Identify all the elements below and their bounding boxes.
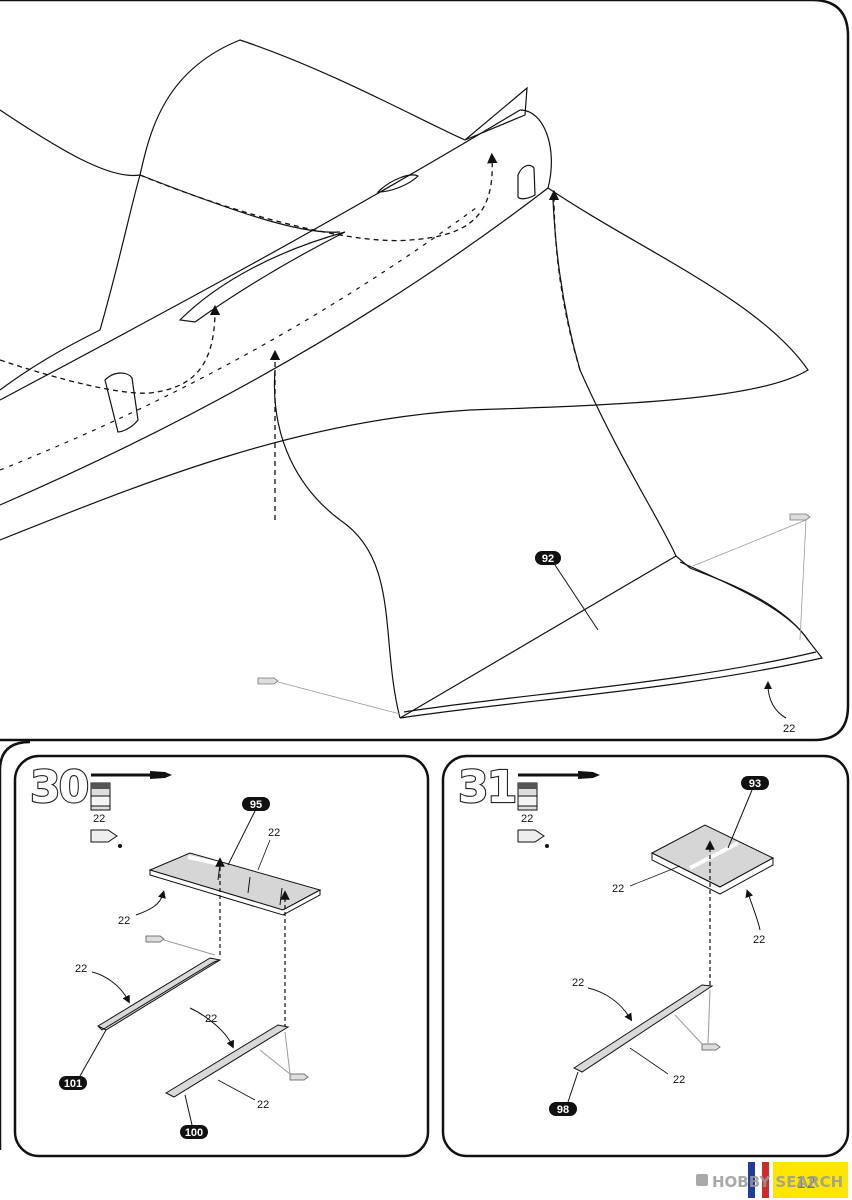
svg-text:22: 22 xyxy=(572,977,584,989)
svg-text:92: 92 xyxy=(542,553,554,565)
glue-tube-icon xyxy=(259,1031,309,1081)
svg-text:HOBBY SEARCH: HOBBY SEARCH xyxy=(712,1173,843,1191)
svg-text:101: 101 xyxy=(64,1078,82,1090)
top-panel xyxy=(0,0,850,742)
paint-jar-icon xyxy=(517,782,538,811)
part-badge-100: 100 xyxy=(180,1094,208,1139)
part-badge-93: 93 xyxy=(727,776,769,849)
svg-text:22: 22 xyxy=(118,915,130,927)
step-30-panel: 30 22 95 xyxy=(0,740,430,1158)
part-badge-101: 101 xyxy=(59,1029,107,1090)
flag-stripe-blue xyxy=(748,1162,755,1198)
hinge-part-98 xyxy=(572,984,714,1073)
svg-text:95: 95 xyxy=(250,799,262,811)
svg-text:22: 22 xyxy=(783,723,795,735)
svg-text:93: 93 xyxy=(749,778,761,790)
glue-tube-icon xyxy=(257,513,811,715)
svg-text:22: 22 xyxy=(673,1074,685,1086)
fuselage-windows xyxy=(0,204,481,471)
glue-tube-icon xyxy=(90,829,122,848)
paint-jar-icon xyxy=(90,782,111,811)
footer: 12 HOBBY SEARCH xyxy=(696,1162,848,1198)
glue-tube-icon xyxy=(145,935,216,956)
svg-text:22: 22 xyxy=(257,1099,269,1111)
fuselage-drawing xyxy=(0,39,824,719)
svg-text:22: 22 xyxy=(75,963,87,975)
flag-stripe-white xyxy=(755,1162,762,1198)
flag-stripe-red xyxy=(762,1162,769,1198)
step-31-panel: 31 22 93 22 22 xyxy=(441,754,850,1158)
page-number: 12 xyxy=(796,1173,816,1192)
svg-text:22: 22 xyxy=(268,827,280,839)
paint-code: 22 xyxy=(93,813,105,825)
flap-part-95 xyxy=(148,852,322,916)
svg-text:100: 100 xyxy=(185,1127,203,1139)
glue-tube-icon xyxy=(674,989,721,1051)
assembly-arrows xyxy=(0,152,581,520)
paint-code: 22 xyxy=(521,813,533,825)
hinge-part-100 xyxy=(164,1024,290,1098)
part-badge-98: 98 xyxy=(549,1071,579,1116)
camera-icon xyxy=(696,1174,708,1186)
watermark: HOBBY SEARCH xyxy=(696,1173,843,1191)
hinge-part-101 xyxy=(96,957,222,1031)
panel-part-93 xyxy=(650,824,775,895)
glue-tube-icon xyxy=(517,829,549,848)
paint-callout-22-top: 22 xyxy=(764,681,795,735)
part-badge-95: 95 xyxy=(227,797,270,866)
page-number-box xyxy=(773,1162,848,1198)
step-number: 30 xyxy=(30,762,88,813)
svg-text:22: 22 xyxy=(753,934,765,946)
svg-text:22: 22 xyxy=(612,883,624,895)
svg-text:98: 98 xyxy=(557,1104,569,1116)
part-badge-92: 92 xyxy=(535,551,599,631)
paintbrush-icon xyxy=(91,771,172,779)
paintbrush-icon xyxy=(518,771,600,779)
step-number: 31 xyxy=(458,762,515,813)
svg-text:22: 22 xyxy=(205,1013,217,1025)
